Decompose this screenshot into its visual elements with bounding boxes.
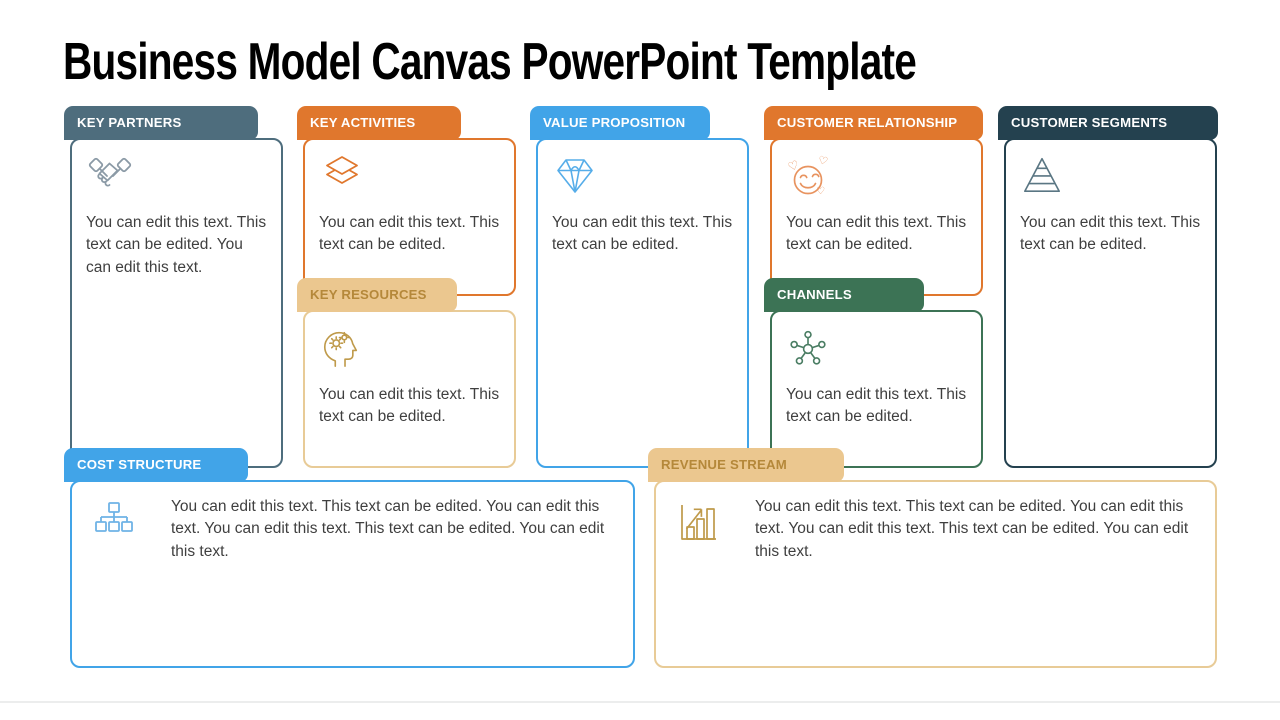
customer-segments-text: You can edit this text. This text can be… (1020, 214, 1201, 254)
svg-text:♡: ♡ (817, 154, 830, 168)
canvas-grid: KEY PARTNERS You can edit this text. Thi… (64, 106, 1218, 468)
block-customer-segments: CUSTOMER SEGMENTS You can edit this text… (998, 106, 1218, 468)
bar-chart-icon (676, 500, 722, 546)
customer-segments-label: CUSTOMER SEGMENTS (1011, 115, 1168, 130)
svg-text:♡: ♡ (787, 158, 801, 175)
key-partners-text: You can edit this text. This text can be… (86, 214, 267, 276)
block-key-activities: KEY ACTIVITIES You can edit this text. T… (297, 106, 516, 468)
diamond-icon (553, 154, 733, 204)
cost-structure-label: COST STRUCTURE (77, 457, 202, 472)
block-revenue-stream: REVENUE STREAM You can edit this text. T… (648, 448, 1217, 668)
key-resources-card: You can edit this text. This text can be… (303, 310, 516, 468)
bottom-row: COST STRUCTURE You can edit this text. T… (64, 448, 1217, 668)
revenue-stream-label: REVENUE STREAM (661, 457, 787, 472)
key-resources-label: KEY RESOURCES (310, 287, 427, 302)
block-key-partners: KEY PARTNERS You can edit this text. Thi… (64, 106, 283, 468)
key-activities-card: You can edit this text. This text can be… (303, 138, 516, 296)
block-customer-relationship: CUSTOMER RELATIONSHIP ♡ ♡ ♡ You can edit… (764, 106, 983, 468)
key-activities-header: KEY ACTIVITIES (297, 106, 461, 140)
value-proposition-label: VALUE PROPOSITION (543, 115, 686, 130)
customer-relationship-card: ♡ ♡ ♡ You can edit this text. This text … (770, 138, 983, 296)
revenue-stream-text: You can edit this text. This text can be… (755, 498, 1189, 560)
pyramid-icon (1021, 154, 1201, 204)
revenue-stream-card: You can edit this text. This text can be… (654, 480, 1217, 668)
channels-text: You can edit this text. This text can be… (786, 386, 967, 426)
revenue-stream-header: REVENUE STREAM (648, 448, 844, 482)
head-gears-icon (320, 326, 500, 376)
org-chart-icon (92, 500, 138, 546)
channels-card: You can edit this text. This text can be… (770, 310, 983, 468)
customer-segments-header: CUSTOMER SEGMENTS (998, 106, 1218, 140)
molecule-icon (787, 326, 967, 376)
block-cost-structure: COST STRUCTURE You can edit this text. T… (64, 448, 635, 668)
channels-label: CHANNELS (777, 287, 852, 302)
value-proposition-header: VALUE PROPOSITION (530, 106, 710, 140)
key-activities-label: KEY ACTIVITIES (310, 115, 416, 130)
key-resources-text: You can edit this text. This text can be… (319, 386, 500, 426)
layers-icon (320, 154, 500, 204)
channels-header: CHANNELS (764, 278, 924, 312)
key-partners-header: KEY PARTNERS (64, 106, 258, 140)
key-partners-label: KEY PARTNERS (77, 115, 182, 130)
cost-structure-text: You can edit this text. This text can be… (171, 498, 605, 560)
key-activities-text: You can edit this text. This text can be… (319, 214, 500, 254)
customer-relationship-text: You can edit this text. This text can be… (786, 214, 967, 254)
slide-title: Business Model Canvas PowerPoint Templat… (63, 33, 917, 91)
value-proposition-card: You can edit this text. This text can be… (536, 138, 749, 468)
key-resources-header: KEY RESOURCES (297, 278, 457, 312)
cost-structure-header: COST STRUCTURE (64, 448, 248, 482)
block-value-proposition: VALUE PROPOSITION You can edit this text… (530, 106, 749, 468)
key-partners-card: You can edit this text. This text can be… (70, 138, 283, 468)
love-face-icon: ♡ ♡ ♡ (787, 154, 967, 204)
slide-bottom-edge (0, 701, 1280, 703)
customer-segments-card: You can edit this text. This text can be… (1004, 138, 1217, 468)
customer-relationship-header: CUSTOMER RELATIONSHIP (764, 106, 983, 140)
svg-text:♡: ♡ (816, 186, 825, 197)
handshake-icon (87, 154, 267, 204)
customer-relationship-label: CUSTOMER RELATIONSHIP (777, 115, 958, 130)
value-proposition-text: You can edit this text. This text can be… (552, 214, 733, 254)
cost-structure-card: You can edit this text. This text can be… (70, 480, 635, 668)
